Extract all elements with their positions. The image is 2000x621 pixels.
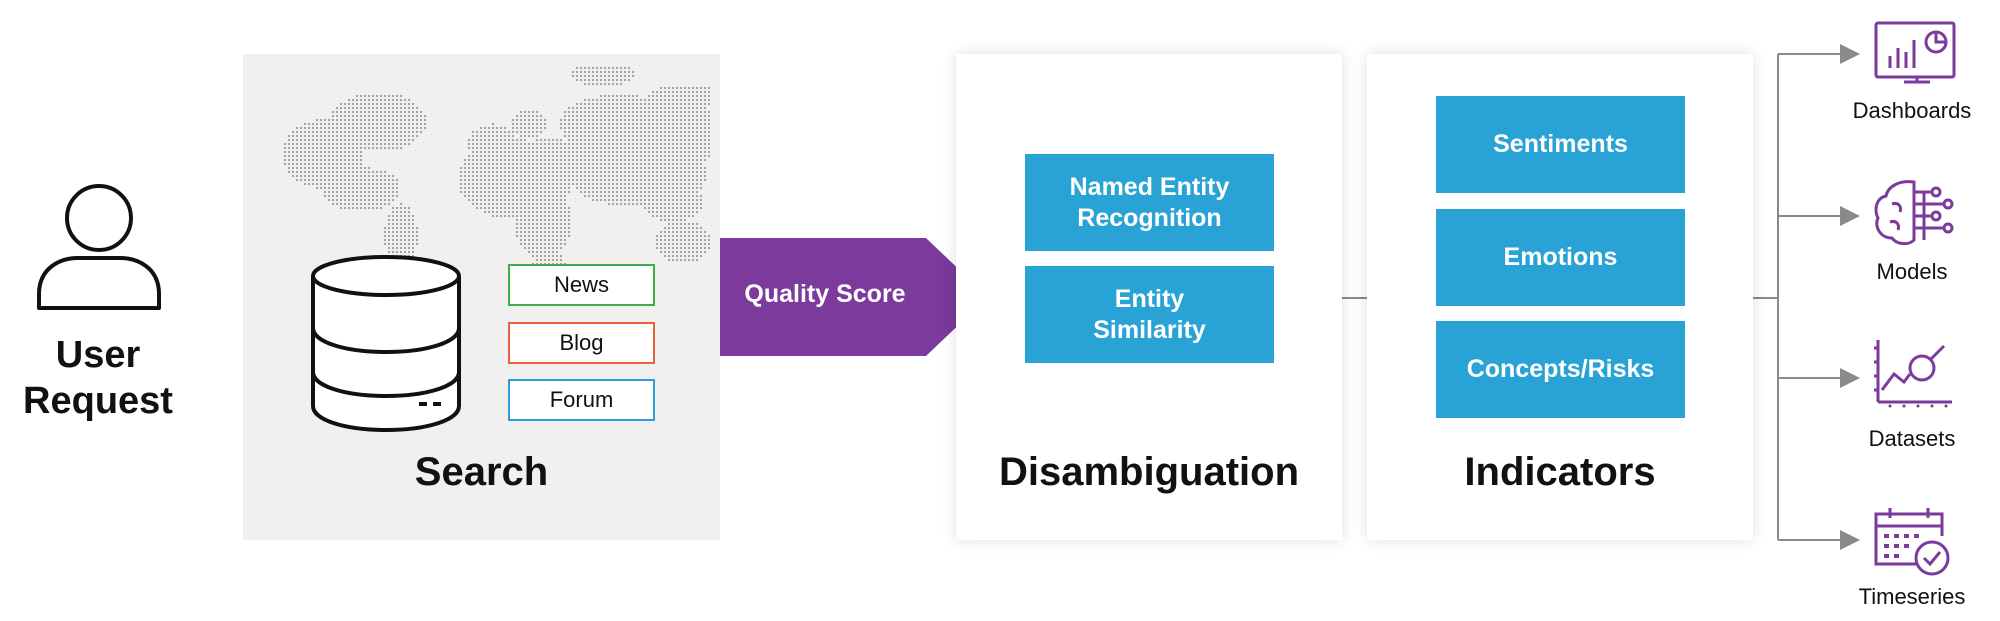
concepts-risks-box: Concepts/Risks <box>1436 321 1685 418</box>
quality-score-label: Quality Score <box>744 280 906 308</box>
database-icon <box>311 255 461 433</box>
entity-similarity-box: Entity Similarity <box>1025 266 1274 363</box>
source-news-label: News <box>553 272 609 297</box>
source-forum-label: Forum <box>549 387 614 412</box>
output-datasets-label: Datasets <box>1868 426 1956 451</box>
dashboard-icon <box>1874 21 1956 84</box>
similarity-line2: Similarity <box>1093 315 1206 344</box>
emotions-box: Emotions <box>1436 209 1685 306</box>
user-label-line1: User <box>55 334 141 376</box>
output-timeseries-label: Timeseries <box>1858 584 1966 609</box>
search-title: Search <box>414 450 549 494</box>
ner-line1: Named Entity <box>1069 172 1230 201</box>
disambiguation-panel: Named Entity Recognition Entity Similari… <box>956 54 1342 540</box>
sentiments-box: Sentiments <box>1436 96 1685 193</box>
dataset-chart-icon <box>1874 340 1952 408</box>
calendar-clock-icon <box>1874 508 1950 576</box>
user-request-label: User Request <box>0 332 196 424</box>
source-blog: Blog <box>508 322 655 364</box>
indicators-title: Indicators <box>1464 450 1656 494</box>
world-map-dots <box>283 66 711 282</box>
output-dashboards-label: Dashboards <box>1852 98 1972 123</box>
indicators-panel: Sentiments Emotions Concepts/Risks Indic… <box>1367 54 1753 540</box>
search-panel: News Blog Forum Search <box>243 54 720 540</box>
source-forum: Forum <box>508 379 655 421</box>
user-label-line2: Request <box>23 380 173 422</box>
ner-line2: Recognition <box>1077 203 1222 232</box>
source-blog-label: Blog <box>559 330 604 355</box>
output-models-label: Models <box>1876 259 1948 284</box>
brain-network-icon <box>1874 180 1954 246</box>
similarity-line1: Entity <box>1114 284 1185 313</box>
named-entity-recognition-box: Named Entity Recognition <box>1025 154 1274 251</box>
disambiguation-title: Disambiguation <box>998 450 1300 494</box>
source-news: News <box>508 264 655 306</box>
quality-score-arrow <box>720 238 988 356</box>
user-icon <box>37 184 161 310</box>
